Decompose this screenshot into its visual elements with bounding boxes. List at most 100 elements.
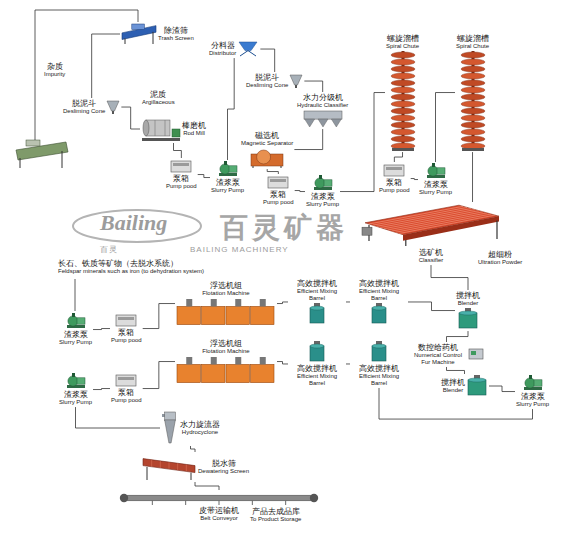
name-en: Classifier	[419, 257, 444, 264]
name-en: Distributor	[209, 50, 236, 57]
flow-line	[143, 362, 175, 389]
equipment-node: 泵箱Pump pood	[110, 372, 143, 405]
belt-icon	[119, 491, 319, 505]
flow-line	[260, 49, 274, 72]
name-en: Slurry Pump	[59, 399, 92, 406]
pood-icon	[115, 373, 137, 387]
flow-line	[489, 386, 515, 392]
note-label: Ultration Powder	[478, 259, 522, 266]
flow-line	[93, 329, 110, 330]
flow-line	[198, 175, 210, 178]
name-zh: 泵箱	[263, 190, 294, 199]
equipment-label: 泵箱Pump pood	[263, 190, 294, 206]
name-zh: 搅拌机	[456, 291, 480, 300]
note-label: 泥质	[142, 90, 175, 99]
mixing-icon	[308, 341, 326, 363]
name-en: Blender	[441, 387, 465, 394]
flotation-icon	[176, 356, 276, 384]
name-zh: 泵箱	[111, 328, 142, 337]
equipment-node: 泵箱Pump pood	[378, 162, 411, 195]
hydro-icon	[161, 411, 179, 445]
equipment-label: 渣浆泵Slurry Pump	[516, 392, 549, 408]
name-en: Pump pood	[379, 187, 410, 194]
rodmill-icon	[141, 116, 181, 142]
name-zh: 除渣筛	[158, 26, 194, 35]
equipment-node: 渣浆泵Slurry Pump	[305, 174, 340, 209]
name-en: Slurry Pump	[306, 201, 339, 208]
name-en: Desliming Cone	[246, 82, 288, 89]
name-zh: 磁选机	[241, 131, 293, 140]
note-group: 长石、铁质等矿物（去脱水系统）Feldspar minerals such as…	[58, 259, 204, 275]
equipment-label: 搅拌机Blender	[456, 291, 480, 307]
name-en: Flotation Machine	[202, 348, 249, 355]
note-label: To Product Storage	[250, 516, 301, 523]
blender-icon	[457, 308, 479, 330]
distributor-icon	[237, 41, 259, 57]
equipment-node: 选矿机Classifier	[360, 202, 502, 265]
name-en: Numerical Control Fur Machine	[409, 352, 467, 366]
note-label: 百灵	[100, 246, 118, 255]
equipment-node: 螺旋溜槽Spiral Chute	[455, 33, 490, 152]
equipment-node: 数控给药机Numerical Control Fur Machine	[408, 342, 485, 367]
mixing-icon	[370, 303, 388, 325]
flow-line	[174, 143, 182, 158]
equipment-node: 浮选机组Flotation Machine	[175, 280, 277, 327]
note-group: 超细粉Ultration Powder	[478, 250, 522, 266]
equipment-node: 搅拌机Blender	[440, 374, 489, 398]
equipment-node: 泵箱Pump pood	[262, 174, 295, 207]
name-en: Magnetic Separator	[241, 140, 293, 147]
equipment-label: 数控给药机Numerical Control Fur Machine	[409, 343, 467, 366]
name-en: Slurry Pump	[59, 339, 92, 346]
vibrating-feeder	[16, 140, 68, 168]
equipment-label: 皮带运输机Belt Conveyor	[199, 506, 239, 522]
pood-icon	[115, 313, 137, 327]
note-group: 泥质Argillaceous	[142, 90, 175, 106]
pood-icon	[170, 159, 192, 173]
flow-line	[436, 93, 455, 162]
name-en: Efficient Mixing Barrel	[351, 373, 407, 387]
leader-line	[75, 279, 76, 311]
equipment-node: 渣浆泵Slurry Pump	[418, 162, 453, 197]
name-en: Pump pood	[111, 397, 142, 404]
pump-icon	[426, 163, 446, 179]
magnetic-icon	[250, 148, 284, 168]
equipment-label: 高效搅拌机Efficient Mixing Barrel	[351, 364, 407, 387]
equipment-node: 渣浆泵Slurry Pump	[515, 374, 550, 409]
flow-line	[411, 179, 418, 180]
equipment-node: 水力旋流器Hydrocyclone	[160, 410, 221, 446]
name-zh: 脱泥斗	[246, 73, 288, 82]
flow-line	[346, 363, 350, 364]
flow-line	[277, 302, 288, 304]
flow-line	[346, 301, 350, 302]
equipment-node: 渣浆泵Slurry Pump	[210, 160, 245, 195]
name-zh: 浮选机组	[202, 339, 249, 348]
note-group: 杂质Impurity	[44, 62, 65, 78]
note-group: Bailing	[100, 211, 167, 235]
note-label: 产品去成品库	[250, 507, 301, 516]
equipment-label: 脱水筛Dewatering Screen	[198, 459, 249, 475]
equipment-label: 磁选机Magnetic Separator	[241, 131, 293, 147]
equipment-node: 搅拌机Blender	[455, 290, 481, 331]
equipment-label: 泵箱Pump pood	[111, 328, 142, 344]
pood-icon	[267, 175, 289, 189]
equipment-label: 渣浆泵Slurry Pump	[306, 192, 339, 208]
note-label: 长石、铁质等矿物（去脱水系统）	[58, 259, 204, 268]
feed-line	[35, 10, 138, 140]
flow-line	[93, 389, 110, 390]
pump-icon	[523, 375, 543, 391]
name-en: Efficient Mixing Barrel	[351, 288, 407, 302]
cone-icon	[289, 73, 303, 89]
equipment-node: 泵箱Pump pood	[110, 312, 143, 345]
name-en: Belt Conveyor	[199, 515, 239, 522]
name-en: Efficient Mixing Barrel	[289, 288, 345, 302]
name-zh: 渣浆泵	[306, 192, 339, 201]
equipment-node: 棒磨机Rod Mill	[140, 115, 207, 143]
equipment-node: 磁选机Magnetic Separator	[240, 130, 294, 169]
equipment-label: 脱泥斗Desliming Cone	[246, 73, 288, 89]
name-zh: 皮带运输机	[199, 506, 239, 515]
spiral-icon	[390, 51, 416, 151]
note-label: Bailing	[100, 211, 167, 235]
name-zh: 泵箱	[166, 174, 197, 183]
flow-line	[92, 34, 120, 98]
name-zh: 渣浆泵	[211, 178, 244, 187]
